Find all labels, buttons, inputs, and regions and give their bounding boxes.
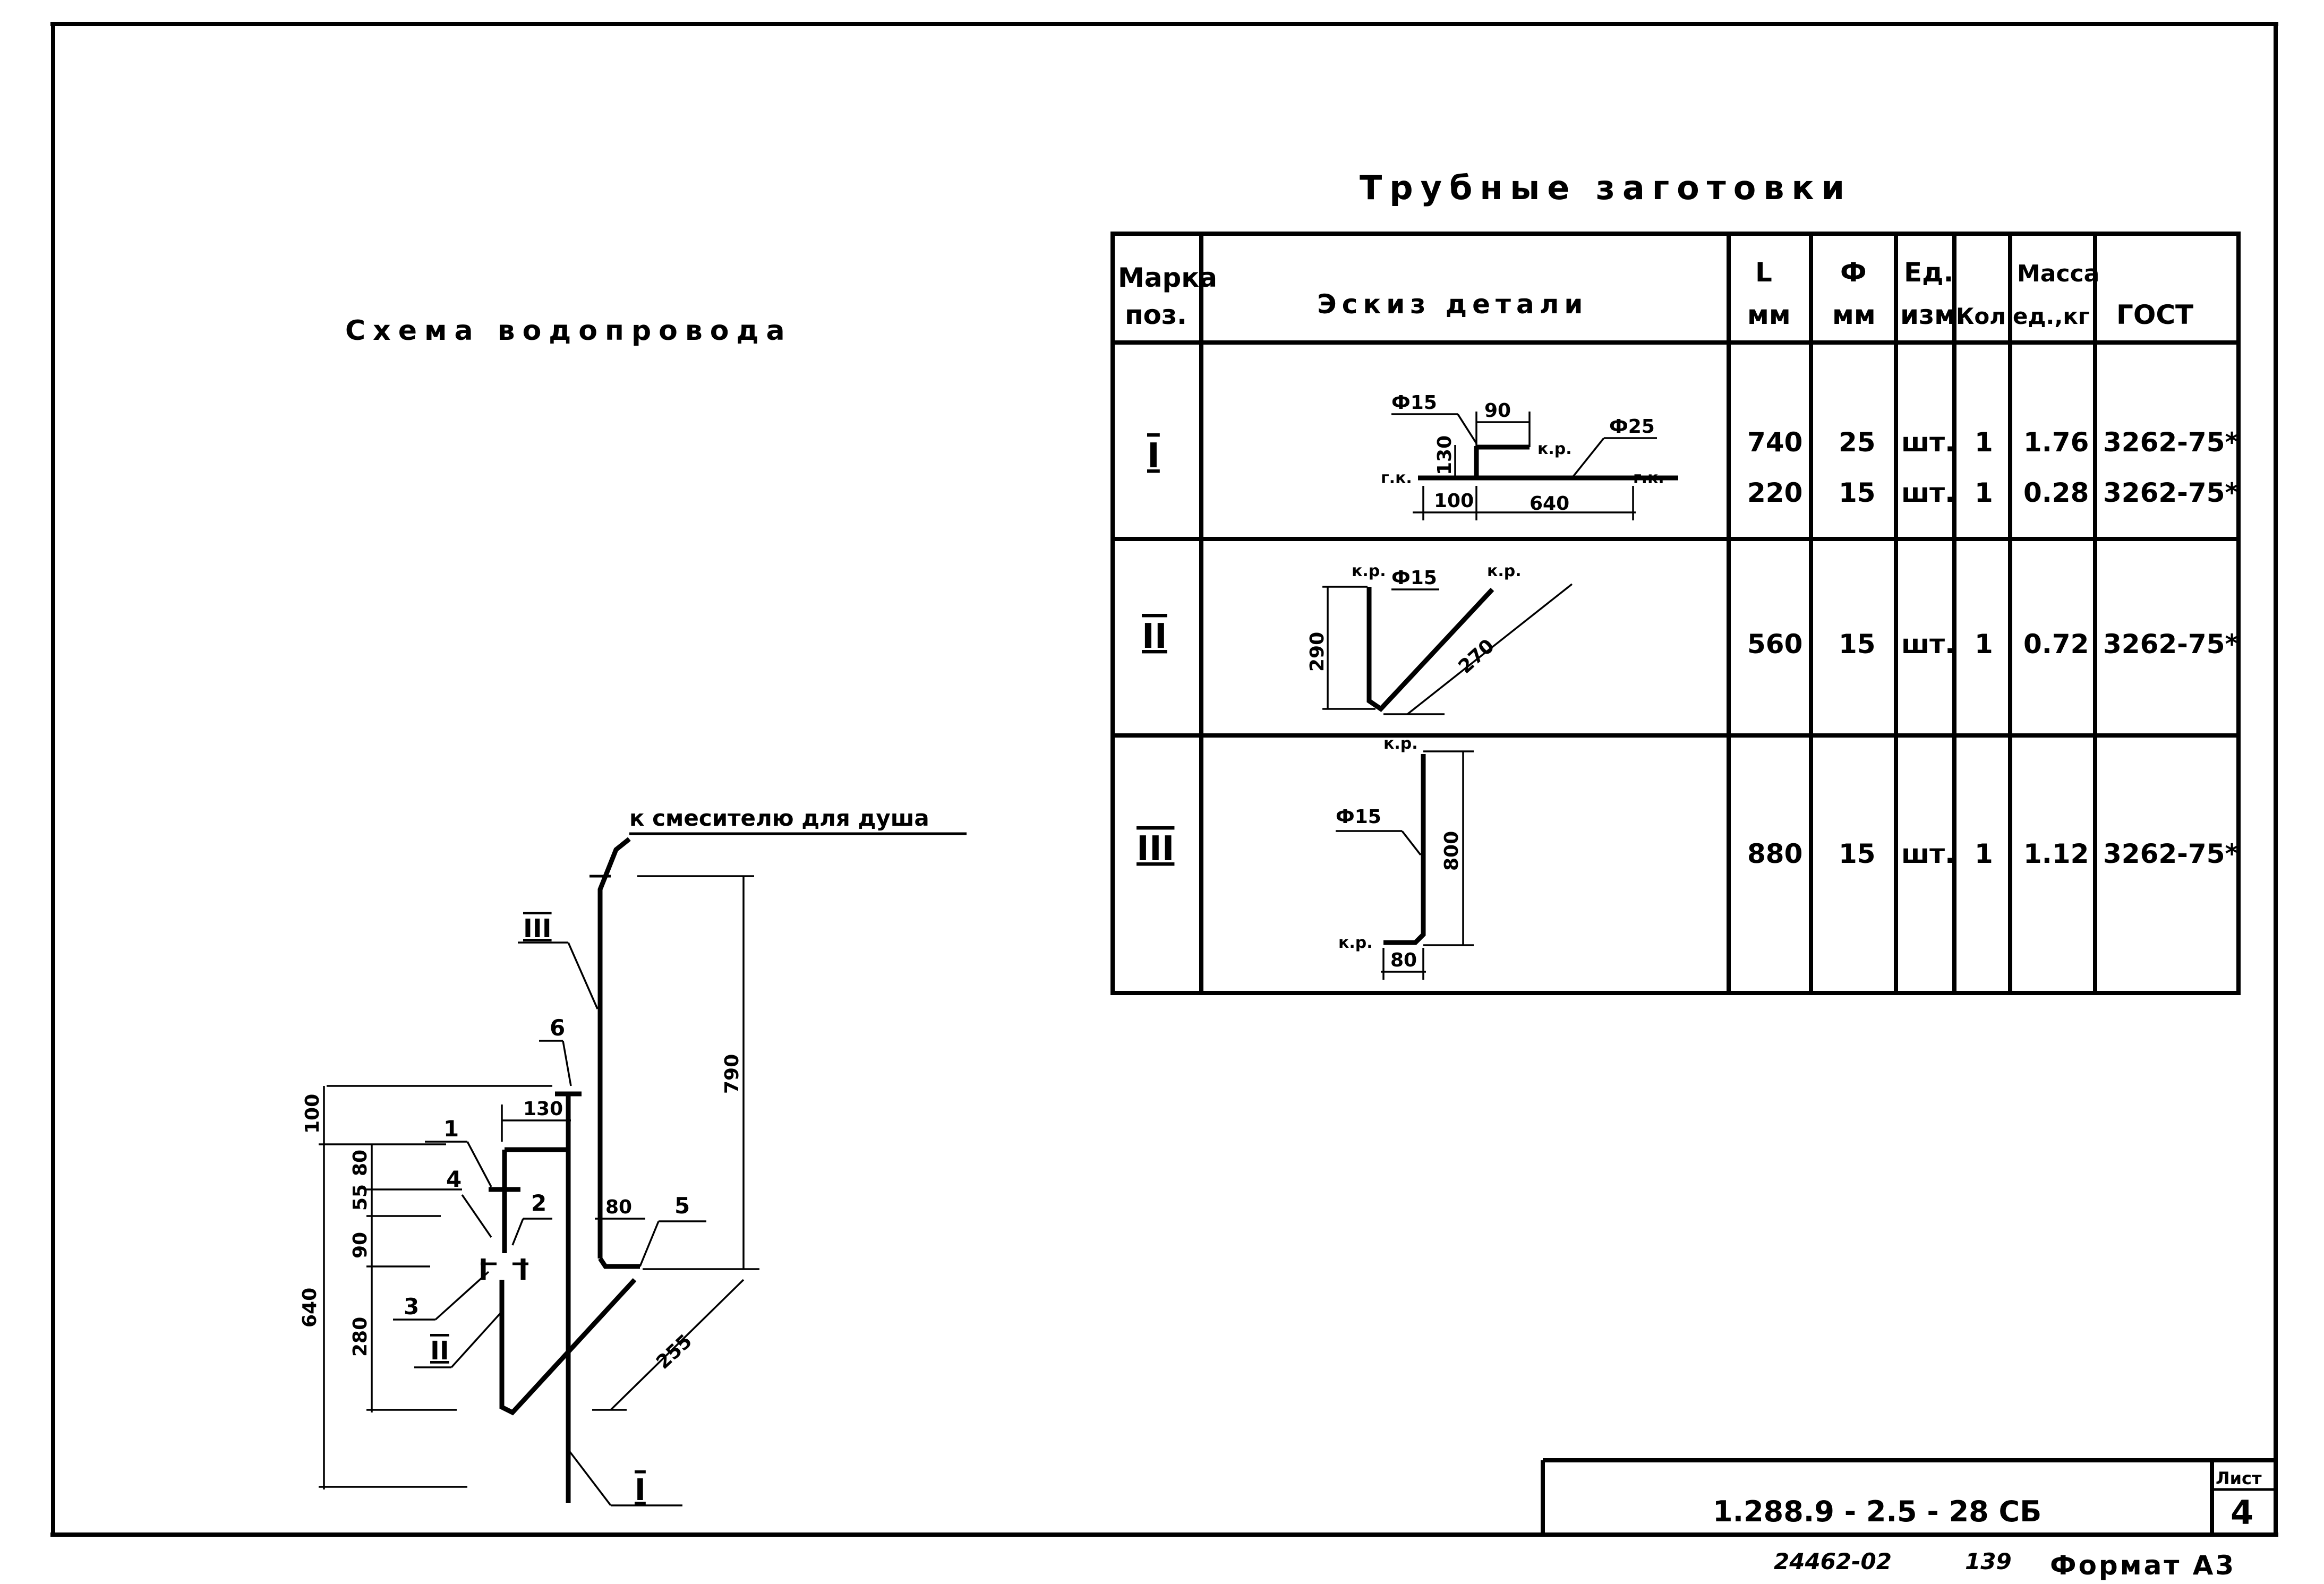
dim-label: 80 [1390, 949, 1417, 971]
document-code: 1.288.9 - 2.5 - 28 СБ [1713, 1495, 2041, 1528]
cell-qty: 1 [1975, 629, 1993, 660]
header-length-unit: мм [1747, 299, 1791, 330]
cell-mass: 1.76 [2023, 427, 2089, 458]
end-label: г.к. [1633, 469, 1664, 487]
dim-label: 790 [721, 1054, 743, 1094]
dim-label: 80 [605, 1196, 632, 1218]
position-label: 6 [550, 1015, 565, 1041]
end-label: к.р. [1338, 934, 1373, 952]
cell-diameter: 25 [1839, 427, 1876, 458]
header-unit-2: изм. [1900, 299, 1966, 330]
cell-length: 560 [1747, 629, 1802, 660]
sketch-part-3: 800 80 Ф15 к.р. к.р. [1336, 734, 1474, 980]
sketch-part-2: 290 270 к.р. Ф15 к.р. [1306, 562, 1573, 715]
table-row: III 880 15 шт. 1 1.12 3262-75* [1137, 829, 2239, 869]
sheet-number: 4 [2231, 1493, 2253, 1532]
sheet-label: Лист [2216, 1468, 2262, 1488]
dim-label: 255 [652, 1330, 696, 1373]
header-mark: Марка [1118, 262, 1217, 293]
table-title: Трубные заготовки [1360, 168, 1852, 207]
header-gost: ГОСТ [2116, 299, 2193, 330]
cell-diameter: 15 [1839, 838, 1876, 869]
phi-label: Ф15 [1391, 392, 1437, 414]
cell-length: 740 [1747, 427, 1802, 458]
cell-unit: шт. [1901, 427, 1955, 458]
position-label: 1 [443, 1116, 459, 1142]
position-label: 2 [531, 1190, 546, 1216]
header-diameter: Ф [1840, 257, 1867, 288]
dim-label: 280 [349, 1317, 371, 1357]
dim-label: 640 [299, 1288, 321, 1328]
cell-mass: 0.28 [2023, 477, 2089, 508]
dim-label: 130 [1434, 435, 1456, 475]
cell-gost: 3262-75* [2103, 838, 2239, 869]
cell-qty: 1 [1975, 838, 1993, 869]
end-label: к.р. [1383, 734, 1418, 753]
cell-qty: 1 [1975, 427, 1993, 458]
header-mark-2: поз. [1125, 299, 1187, 330]
format-label: Формат А3 [2050, 1550, 2236, 1581]
dim-label: 130 [523, 1098, 563, 1120]
scheme-title: Схема водопровода [345, 315, 792, 347]
dim-label: 100 [302, 1094, 323, 1134]
mark-label: I [635, 1473, 646, 1508]
position-label: 3 [404, 1294, 419, 1320]
cell-unit: шт. [1901, 838, 1955, 869]
table-row: II 560 15 шт. 1 0.72 3262-75* [1142, 617, 2239, 660]
archive-number: 24462-02 [1774, 1548, 1892, 1574]
header-length: L [1755, 257, 1772, 288]
header-diameter-unit: мм [1832, 299, 1876, 330]
dim-label: 800 [1441, 831, 1463, 871]
dim-label: 80 [349, 1150, 371, 1176]
phi-label: Ф15 [1336, 806, 1381, 828]
title-block: 1.288.9 - 2.5 - 28 СБ Лист 4 24462-02 13… [1541, 1458, 2276, 1581]
sheet-frame [50, 22, 2278, 1537]
header-mass: Масса [2017, 260, 2099, 287]
tube-blanks-table: Марка поз. Эскиз детали L мм Ф мм Ед. из… [1110, 232, 2241, 995]
phi-label: Ф25 [1609, 416, 1655, 438]
end-label: г.к. [1381, 469, 1412, 487]
cell-length: 880 [1747, 838, 1802, 869]
row-mark: II [1142, 617, 1167, 656]
row-mark: I [1147, 436, 1160, 476]
dim-label: 290 [1306, 632, 1328, 672]
shower-label: к смесителю для душа [629, 805, 929, 831]
position-label: 4 [446, 1166, 462, 1192]
cell-unit: шт. [1901, 477, 1955, 508]
mark-label: II [430, 1336, 449, 1366]
cell-mass: 0.72 [2023, 629, 2089, 660]
page-number: 139 [1965, 1548, 2012, 1574]
cell-length: 220 [1747, 477, 1802, 508]
cell-gost: 3262-75* [2103, 629, 2239, 660]
dim-label: 90 [1484, 400, 1511, 422]
water-supply-scheme: к смесителю для душа 100 80 55 90 280 64… [299, 805, 967, 1508]
cell-diameter: 15 [1839, 629, 1876, 660]
dim-label: 55 [349, 1184, 371, 1211]
end-label: к.р. [1537, 440, 1572, 458]
cell-mass: 1.12 [2023, 838, 2089, 869]
header-qty: Кол. [1956, 303, 2014, 329]
sketch-part-1: 90 130 100 640 Ф15 Ф25 к.р. г.к. г.к. [1381, 392, 1678, 520]
row-mark: III [1137, 829, 1174, 869]
header-mass-2: ед.,кг [2013, 303, 2090, 329]
phi-label: Ф15 [1391, 567, 1437, 589]
header-sketch: Эскиз детали [1317, 289, 1588, 320]
cell-diameter: 15 [1839, 477, 1876, 508]
position-label: 5 [674, 1193, 690, 1219]
cell-unit: шт. [1901, 629, 1955, 660]
table-row: I 740 220 25 15 шт. шт. 1 1 1.76 0.28 32… [1147, 427, 2239, 508]
end-label: к.р. [1352, 562, 1386, 580]
dim-label: 640 [1530, 493, 1569, 515]
dim-label: 100 [1434, 490, 1474, 512]
dim-label: 90 [349, 1232, 371, 1258]
mark-label: III [523, 914, 552, 944]
cell-qty: 1 [1975, 477, 1993, 508]
cell-gost: 3262-75* [2103, 477, 2239, 508]
header-unit: Ед. [1904, 257, 1954, 288]
end-label: к.р. [1487, 562, 1522, 580]
cell-gost: 3262-75* [2103, 427, 2239, 458]
